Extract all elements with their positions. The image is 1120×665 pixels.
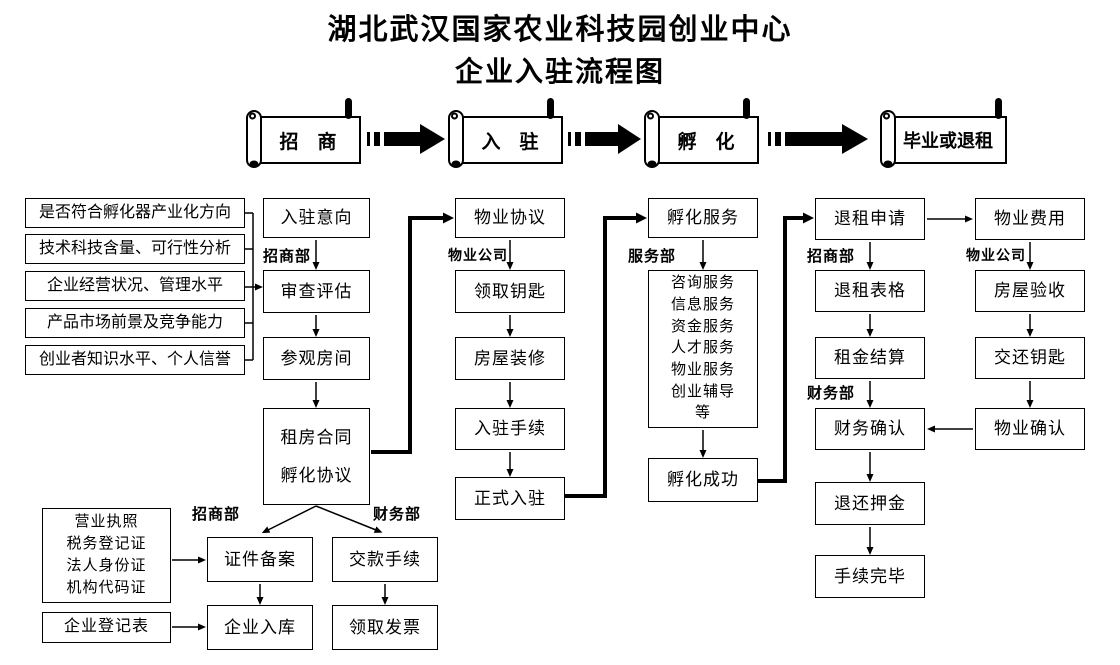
- title-line2: 企业入驻流程图: [454, 57, 665, 88]
- document-item: 法人身份证: [66, 557, 147, 574]
- dept-label-recruitment-3: 招商部: [192, 507, 241, 523]
- fat-arrow-3: [768, 124, 868, 154]
- document-item: 税务登记证: [66, 535, 147, 552]
- box-documents-list: 营业执照 税务登记证 法人身份证 机构代码证: [42, 508, 171, 603]
- service-item: 资金服务: [670, 318, 735, 335]
- stage-banner-incubation: 孵 化: [677, 131, 735, 153]
- dept-label-recruitment-2: 招商部: [807, 249, 856, 265]
- document-item: 机构代码证: [66, 579, 147, 596]
- dept-label-finance-bottom: 财务部: [373, 507, 422, 523]
- fat-arrow-2: [568, 124, 641, 154]
- box-enterprise-registration-form: 企业登记表: [42, 612, 171, 643]
- box-termination-form: 退租表格: [815, 270, 925, 312]
- thick-connector-entry-to-incubation: [565, 212, 647, 498]
- criteria-box-5: 创业者知识水平、个人信誉: [25, 345, 245, 375]
- box-incubation-services: 孵化服务: [648, 198, 758, 238]
- stage-banner-graduation: 毕业或退租: [903, 131, 993, 151]
- service-item: 创业辅导: [670, 383, 735, 400]
- box-termination-application: 退租申请: [815, 198, 925, 240]
- box-entry-intention: 入驻意向: [263, 198, 370, 238]
- criteria-bracket: [245, 212, 263, 361]
- scroll-banner-shape-entry: [448, 98, 563, 168]
- box-certificate-filing: 证件备案: [207, 537, 313, 582]
- box-visit-room: 参观房间: [263, 337, 370, 380]
- dept-label-service-dept: 服务部: [628, 249, 677, 265]
- box-review-assessment: 审查评估: [263, 270, 370, 313]
- box-receive-invoice: 领取发票: [332, 605, 438, 650]
- scroll-banner-shape-graduation: [880, 98, 1007, 168]
- box-entry-procedures: 入驻手续: [455, 408, 565, 450]
- arrow-split-left: [261, 505, 317, 534]
- arrow-split-right: [315, 505, 383, 533]
- service-item: 咨询服务: [670, 275, 735, 292]
- dept-label-property-company-1: 物业公司: [448, 249, 508, 264]
- title-line1: 湖北武汉国家农业科技园创业中心: [327, 14, 793, 46]
- lease-contract-line1: 租房合同: [280, 427, 353, 447]
- box-property-fees: 物业费用: [975, 198, 1085, 240]
- box-service-list: 咨询服务 信息服务 资金服务 人才服务 物业服务 创业辅导 等: [648, 270, 758, 428]
- scroll-banner-shape-recruitment: [246, 98, 361, 168]
- box-room-renovation: 房屋装修: [455, 337, 565, 380]
- service-item: 等: [694, 405, 711, 422]
- box-return-keys: 交还钥匙: [975, 337, 1085, 379]
- box-property-agreement: 物业协议: [455, 198, 565, 238]
- box-deposit-refund: 退还押金: [815, 482, 925, 525]
- lease-contract-line2: 孵化协议: [280, 465, 353, 485]
- page-title: 湖北武汉国家农业科技园创业中心 企业入驻流程图: [0, 6, 1120, 90]
- thick-connector-contract-to-property: [371, 212, 454, 454]
- stage-banner-recruitment: 招 商: [279, 131, 337, 153]
- criteria-box-2: 技术科技含量、可行性分析: [25, 234, 245, 264]
- box-procedures-complete: 手续完毕: [815, 555, 925, 598]
- stage-banner-entry: 入 驻: [481, 131, 539, 153]
- document-item: 营业执照: [74, 513, 139, 530]
- service-item: 人才服务: [670, 340, 735, 357]
- criteria-box-4: 产品市场前景及竞争能力: [25, 308, 245, 338]
- fat-arrow-1: [367, 124, 445, 154]
- box-rent-settlement: 租金结算: [815, 337, 925, 379]
- box-payment-procedures: 交款手续: [332, 537, 438, 582]
- dept-label-recruitment-1: 招商部: [263, 249, 312, 265]
- box-receive-keys: 领取钥匙: [455, 270, 565, 313]
- dept-label-property-company-2: 物业公司: [966, 249, 1026, 264]
- box-incubation-success: 孵化成功: [648, 458, 758, 502]
- box-enterprise-database-entry: 企业入库: [207, 605, 313, 650]
- criteria-box-3: 企业经营状况、管理水平: [25, 271, 245, 301]
- dept-label-finance-right: 财务部: [807, 386, 856, 402]
- service-item: 物业服务: [670, 362, 735, 379]
- thick-connector-success-to-termination: [758, 212, 814, 483]
- box-official-entry: 正式入驻: [455, 477, 565, 520]
- service-item: 信息服务: [670, 297, 735, 314]
- box-finance-confirmation: 财务确认: [815, 408, 925, 450]
- box-property-confirmation: 物业确认: [975, 408, 1085, 450]
- box-house-inspection: 房屋验收: [975, 270, 1085, 312]
- box-lease-contract: 租房合同 孵化协议: [263, 408, 370, 505]
- scroll-banner-shape-incubation: [644, 98, 759, 168]
- criteria-box-1: 是否符合孵化器产业化方向: [25, 198, 245, 228]
